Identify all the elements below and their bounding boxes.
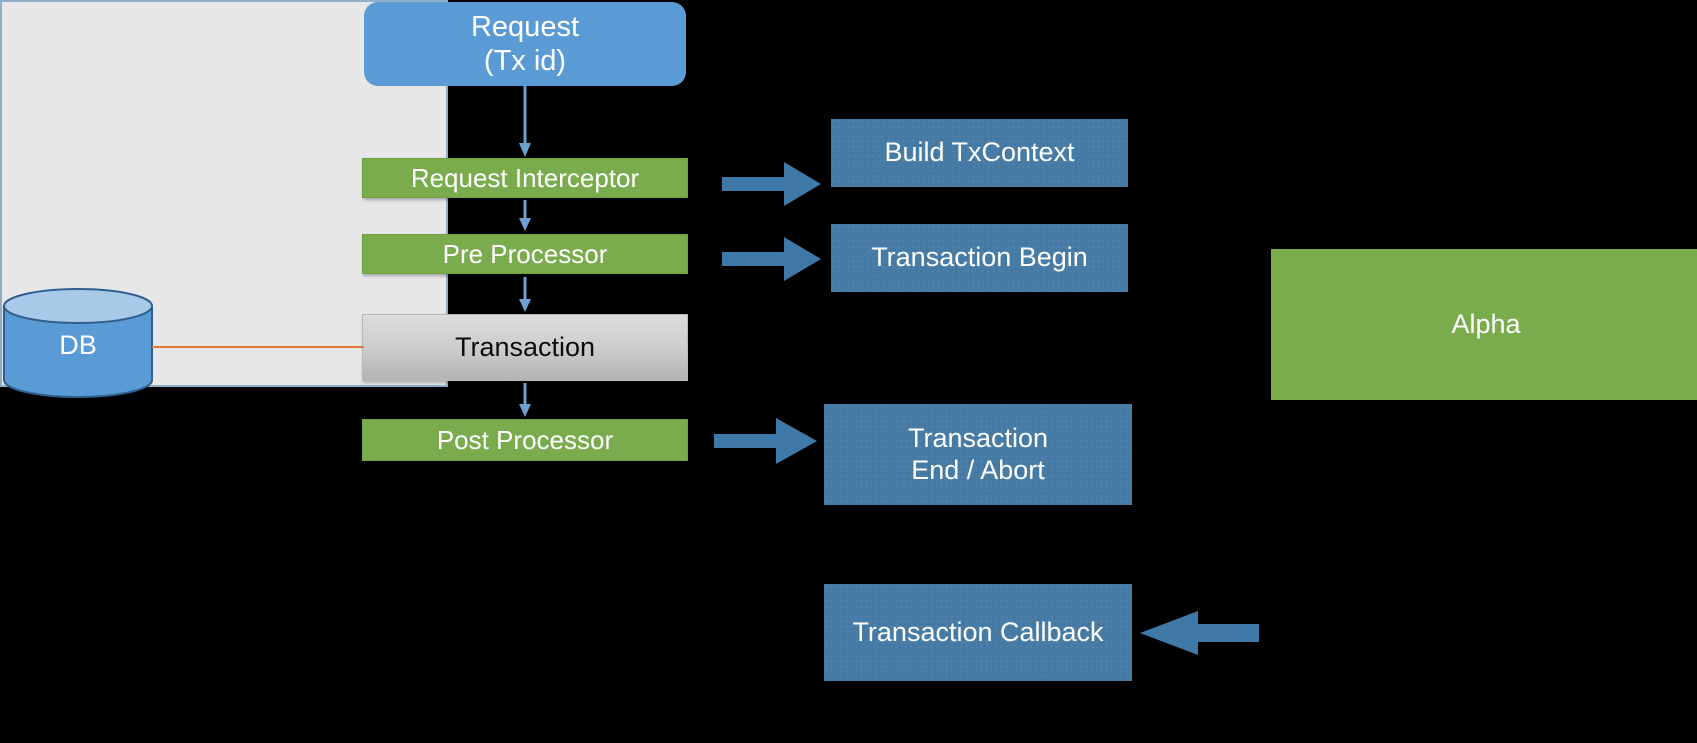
transaction-callback-label: Transaction Callback xyxy=(852,616,1104,647)
output-box-transaction-begin-label: Transaction Begin xyxy=(871,242,1088,273)
block-arrow-to-transaction-begin xyxy=(722,235,822,283)
stage-request-interceptor-label: Request Interceptor xyxy=(410,162,640,193)
output-box-transaction-end[interactable]: Transaction End / Abort xyxy=(824,404,1132,505)
flow-arrow-interceptor-to-preprocessor xyxy=(518,200,532,232)
stage-transaction[interactable]: Transaction xyxy=(362,314,688,381)
request-box[interactable]: Request (Tx id) xyxy=(364,2,686,86)
flow-arrow-transaction-to-postprocessor xyxy=(518,383,532,418)
flow-arrow-preprocessor-to-transaction xyxy=(518,277,532,313)
database-label: DB xyxy=(59,330,97,360)
output-box-build-txcontext-label: Build TxContext xyxy=(884,137,1075,168)
alpha-box[interactable]: Alpha xyxy=(1271,249,1697,400)
request-box-label: Request (Tx id) xyxy=(470,10,579,77)
stage-post-processor-label: Post Processor xyxy=(436,424,614,455)
stage-post-processor[interactable]: Post Processor xyxy=(362,419,688,461)
output-box-transaction-begin[interactable]: Transaction Begin xyxy=(831,224,1128,292)
alpha-box-label: Alpha xyxy=(1451,308,1521,339)
output-box-transaction-end-label: Transaction End / Abort xyxy=(907,422,1049,485)
stage-transaction-label: Transaction xyxy=(454,331,596,362)
flow-arrow-request-to-interceptor xyxy=(518,86,532,158)
block-arrow-to-build-txcontext xyxy=(722,160,822,208)
db-to-transaction-connector xyxy=(152,346,364,348)
output-box-build-txcontext[interactable]: Build TxContext xyxy=(831,119,1128,187)
stage-pre-processor[interactable]: Pre Processor xyxy=(362,234,688,274)
block-arrow-into-transaction-callback xyxy=(1140,610,1260,656)
stage-pre-processor-label: Pre Processor xyxy=(442,238,608,269)
transaction-callback-box[interactable]: Transaction Callback xyxy=(824,584,1132,681)
database-cylinder-icon[interactable] xyxy=(2,288,154,398)
block-arrow-to-transaction-end xyxy=(714,416,818,466)
stage-request-interceptor[interactable]: Request Interceptor xyxy=(362,158,688,198)
